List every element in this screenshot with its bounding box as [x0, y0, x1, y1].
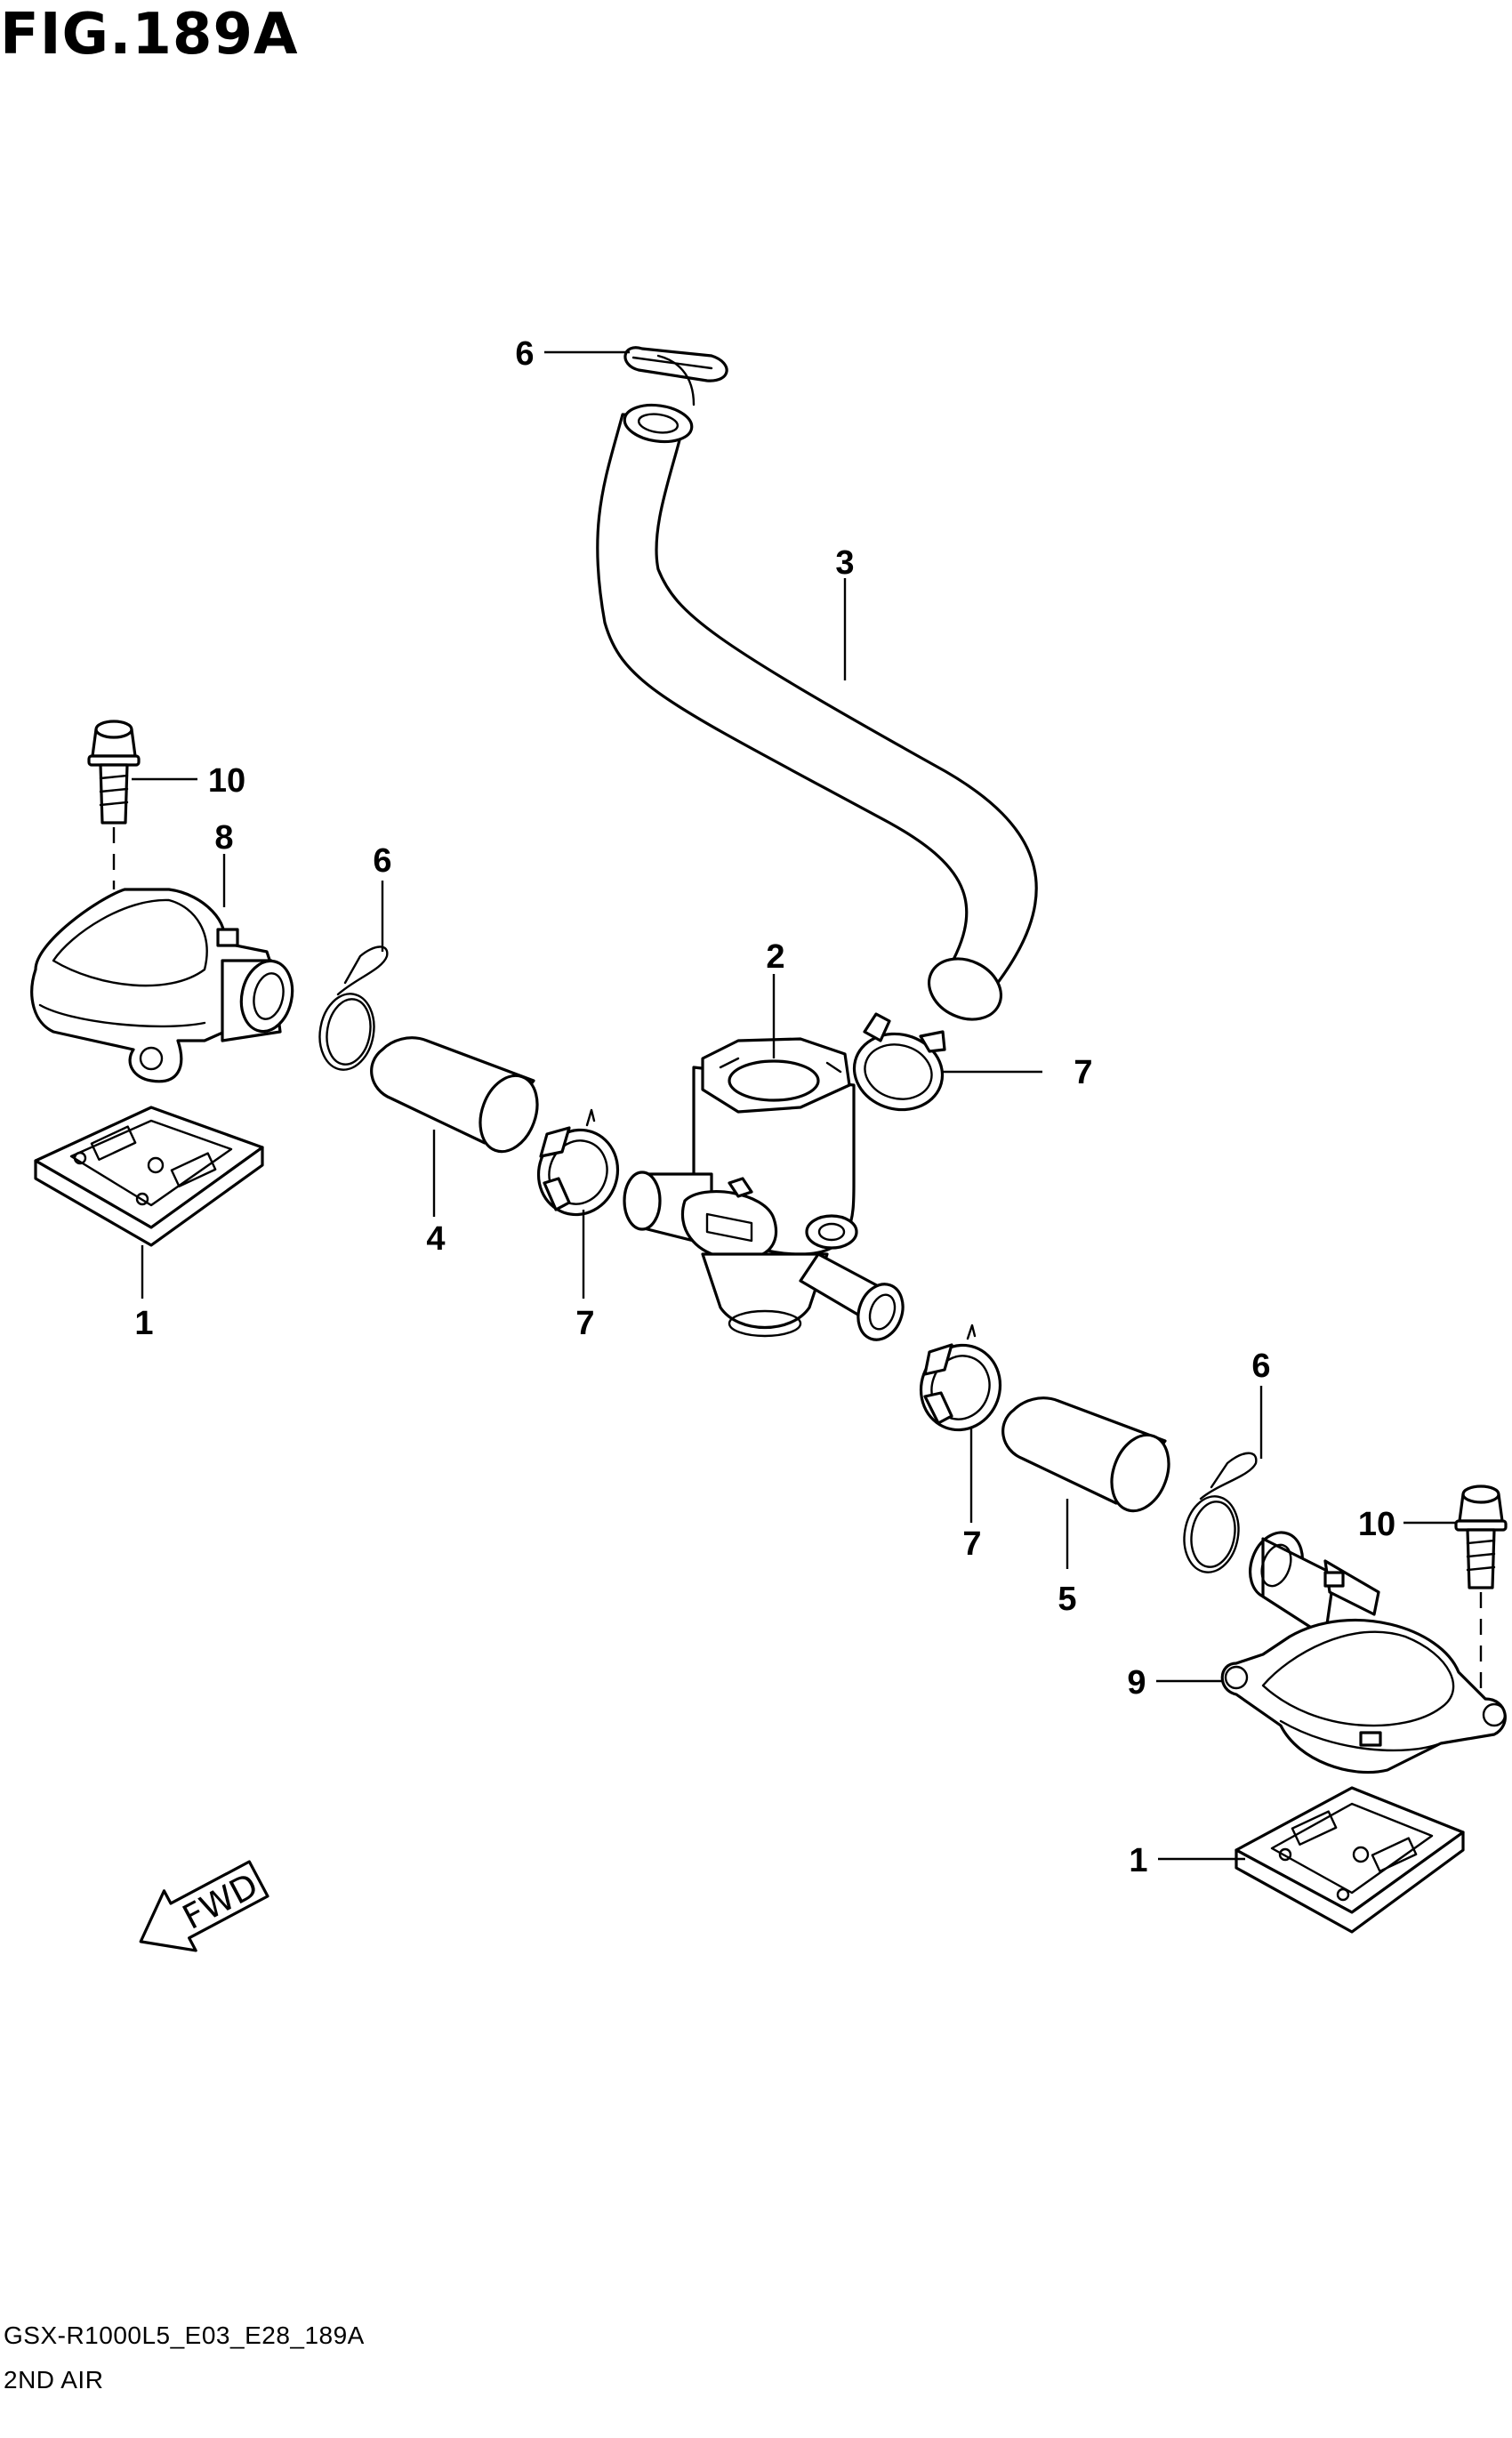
callout-3: 3 [835, 544, 854, 582]
callout-6-top: 6 [515, 335, 534, 373]
callout-8: 8 [214, 819, 233, 857]
figure-name: 2ND AIR [4, 2366, 104, 2394]
reed-valve-part-1-left[interactable] [34, 1106, 264, 1247]
clamp-part-7-left[interactable] [527, 1108, 630, 1226]
bolt-part-10-right[interactable] [1454, 1485, 1508, 1589]
callout-1-left: 1 [134, 1305, 153, 1342]
clip-part-6-mid[interactable] [314, 945, 389, 1074]
air-control-valve-part-2[interactable] [623, 1037, 910, 1346]
reed-cover-part-8[interactable] [30, 888, 299, 1083]
hose-part-3[interactable] [596, 401, 1038, 1031]
callout-7-top: 7 [1074, 1054, 1092, 1091]
forward-arrow-icon: FWD [139, 1860, 269, 1952]
clip-part-6-right[interactable] [1178, 1452, 1258, 1577]
callout-6-mid: 6 [373, 842, 391, 880]
clamp-part-7-right[interactable] [909, 1324, 1012, 1441]
hose-part-5[interactable] [1001, 1396, 1179, 1519]
callout-7-right: 7 [962, 1525, 981, 1563]
hose-part-4[interactable] [370, 1036, 548, 1160]
bolt-part-10-left[interactable] [87, 720, 141, 825]
callout-5: 5 [1058, 1581, 1076, 1618]
callout-7-left: 7 [575, 1305, 594, 1342]
callout-4: 4 [426, 1220, 445, 1258]
figure-code: GSX-R1000L5_E03_E28_189A [4, 2321, 365, 2349]
callout-9: 9 [1127, 1664, 1146, 1702]
figure-title: FIG.189A [0, 2, 299, 68]
callout-1-right: 1 [1129, 1842, 1147, 1879]
leader-lines [132, 350, 1457, 1861]
callout-2: 2 [766, 938, 784, 976]
callout-10-right: 10 [1358, 1506, 1395, 1543]
clamp-part-7-top[interactable] [846, 1012, 951, 1120]
callout-10-left: 10 [208, 762, 245, 800]
reed-valve-part-1-right[interactable] [1235, 1786, 1465, 1934]
callout-6-right: 6 [1251, 1348, 1270, 1385]
clip-part-6-top[interactable] [623, 346, 728, 406]
reed-cover-part-9[interactable] [1220, 1525, 1507, 1774]
